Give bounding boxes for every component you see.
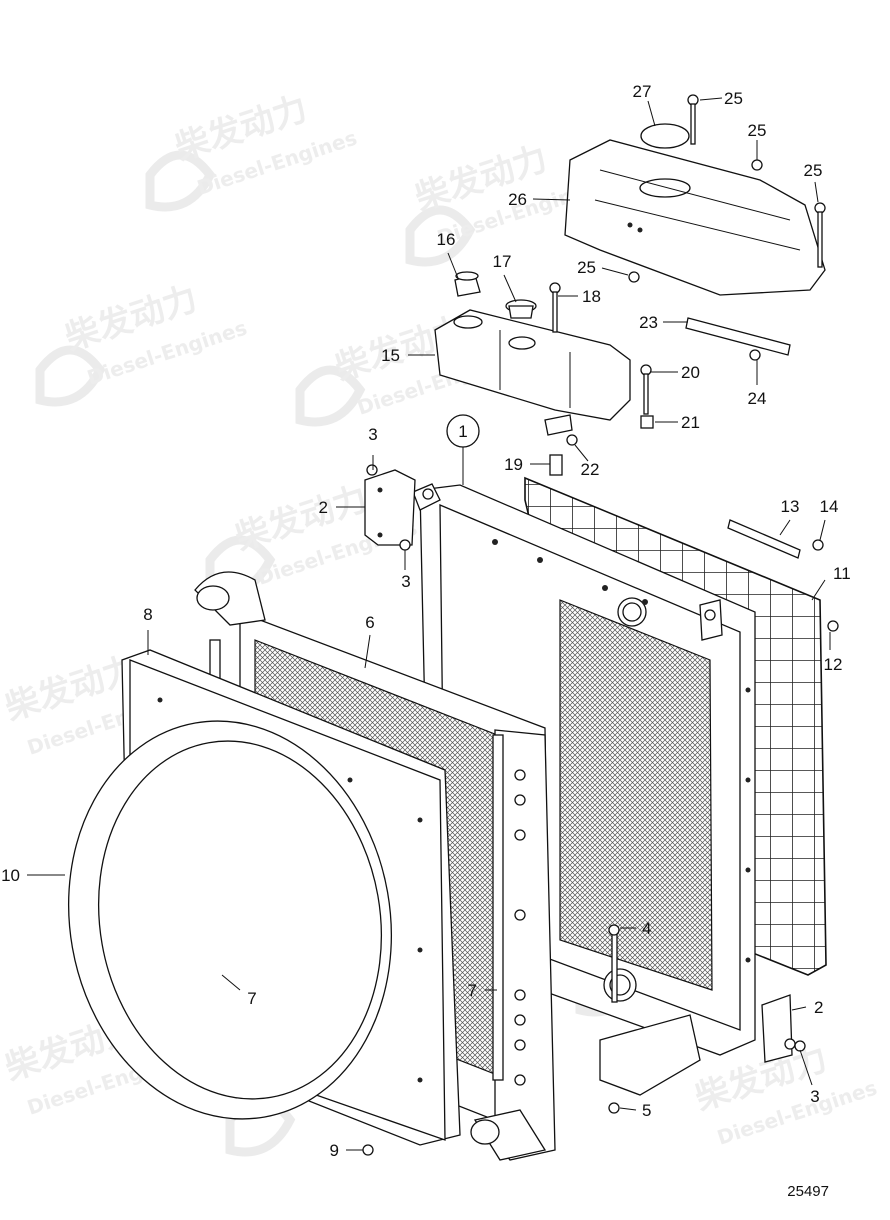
callouts: 1 2 2 3 3 3 4 5 6 7 7 8 9 10 11 12 13 14… (1, 82, 851, 1160)
callout-label: 26 (508, 190, 527, 209)
callout-label: 4 (642, 919, 651, 938)
callout-label: 24 (748, 389, 767, 408)
callout-label: 25 (577, 258, 596, 277)
callout-label: 8 (143, 605, 152, 624)
callout-label: 13 (781, 497, 800, 516)
callout-label: 17 (493, 252, 512, 271)
callout-label: 6 (365, 613, 374, 632)
fastening-strap (727, 519, 801, 559)
callout-label: 27 (633, 82, 652, 101)
callout-label: 7 (247, 989, 256, 1008)
callout-label: 3 (810, 1087, 819, 1106)
callout-label: 3 (368, 425, 377, 444)
outlet-pipe (470, 1109, 547, 1161)
callout-label: 25 (724, 89, 743, 108)
callout-label: 25 (748, 121, 767, 140)
lower-bracket (599, 924, 701, 1114)
callout-label: 10 (1, 866, 20, 885)
callout-label: 12 (824, 655, 843, 674)
callout-label: 2 (814, 998, 823, 1017)
bolts (362, 94, 839, 1156)
spacer-19 (549, 454, 563, 476)
callout-label: 22 (581, 460, 600, 479)
spacer-21 (640, 415, 654, 429)
cover-plug (640, 123, 690, 149)
side-bracket-lower (761, 994, 793, 1063)
top-cover (564, 139, 826, 296)
strap-bracket (685, 317, 791, 356)
callout-label: 5 (642, 1101, 651, 1120)
callout-label: 18 (582, 287, 601, 306)
side-bracket-upper (364, 469, 416, 546)
expansion-tank (434, 309, 631, 436)
callout-label: 3 (401, 572, 410, 591)
callout-label: 1 (458, 422, 467, 441)
callout-label: 2 (319, 498, 328, 517)
callout-label: 16 (437, 230, 456, 249)
callout-label: 21 (681, 413, 700, 432)
callout-label: 14 (820, 497, 839, 516)
leader-lines (27, 97, 831, 1151)
callout-label: 15 (381, 346, 400, 365)
callout-label: 9 (330, 1141, 339, 1160)
fan-ring (67, 720, 393, 1120)
callout-label: 23 (639, 313, 658, 332)
tank-cap-16 (454, 271, 481, 297)
callout-label: 25 (804, 161, 823, 180)
callout-1-circle (446, 414, 480, 448)
callout-label: 7 (468, 981, 477, 1000)
callout-label: 11 (833, 564, 851, 583)
callout-label: 19 (504, 455, 523, 474)
drawing-number: 25497 (787, 1183, 829, 1200)
tank-cap-17 (505, 299, 537, 319)
callout-label: 20 (681, 363, 700, 382)
inlet-pipe (194, 571, 266, 626)
